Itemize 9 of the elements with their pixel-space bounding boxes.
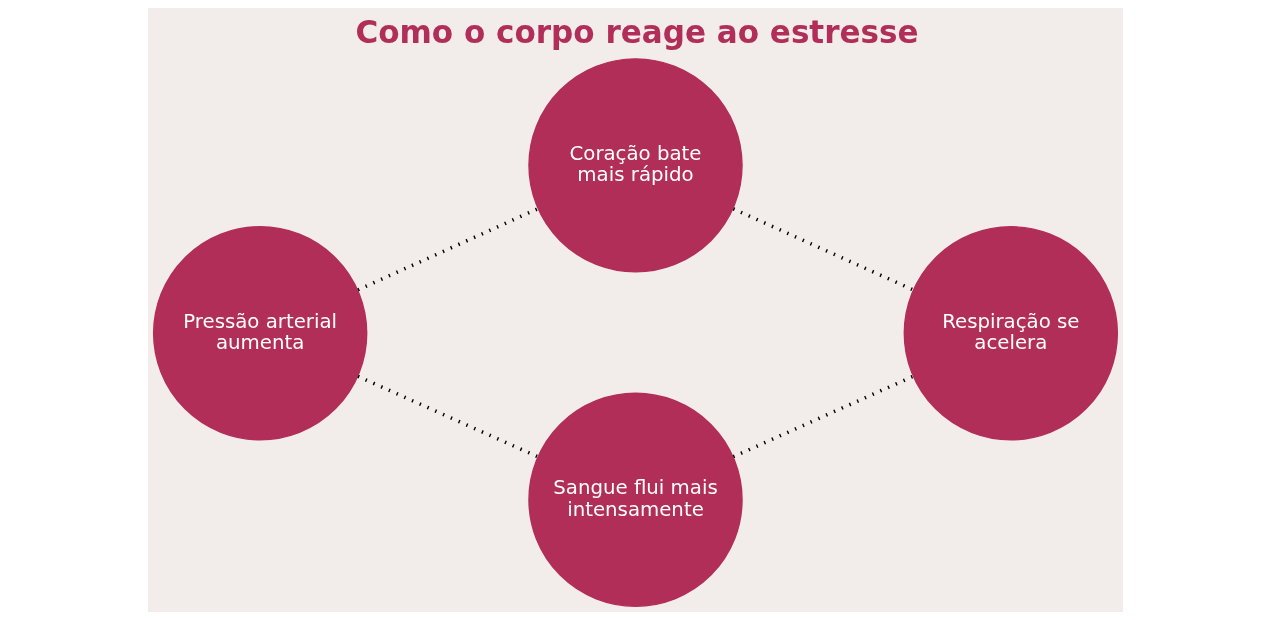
connector — [356, 374, 538, 459]
diagram-title: Como o corpo reage ao estresse — [354, 13, 919, 50]
node-circle: Pressão arterial aumenta — [152, 226, 367, 441]
connector — [732, 207, 914, 292]
connector — [732, 374, 913, 459]
node-circle: Respiração se acelera — [903, 226, 1118, 441]
node-circle: Coração bate mais rápido — [527, 58, 743, 273]
connector — [356, 207, 539, 292]
node-circle: Sangue flui mais intensamente — [527, 392, 743, 607]
